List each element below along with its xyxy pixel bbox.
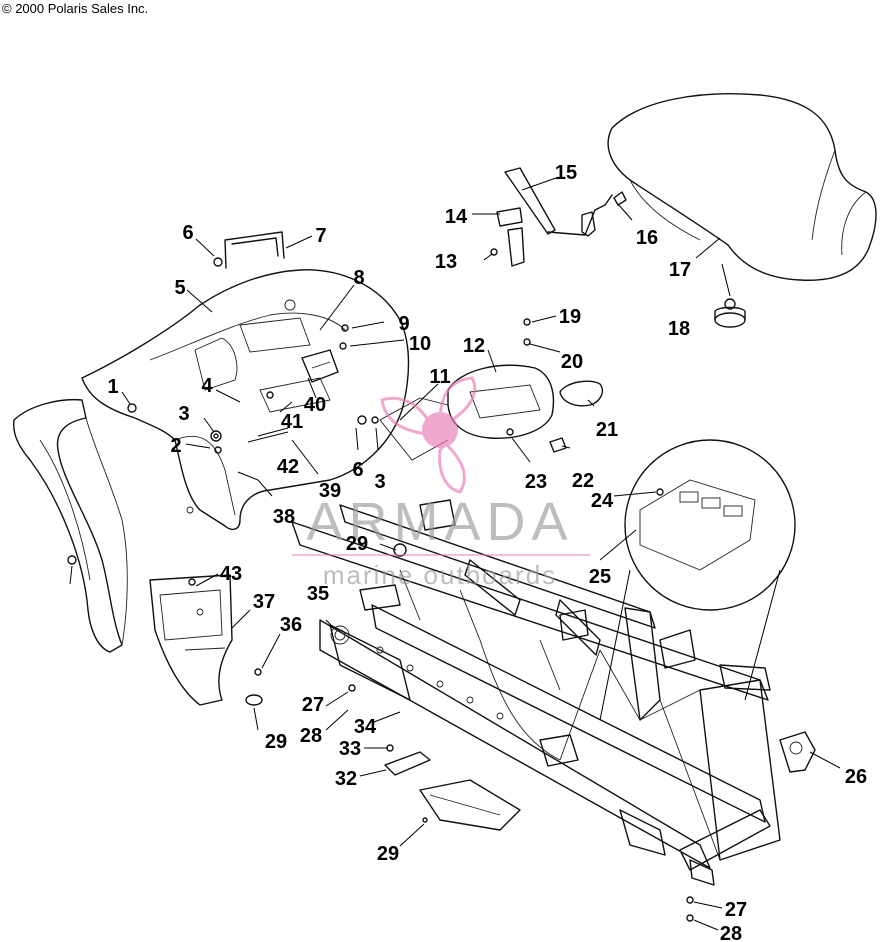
callout-34: 36 (280, 614, 302, 636)
callout-15: 15 (555, 162, 577, 184)
callout-29-bottom: 29 (377, 843, 399, 865)
callout-28-bottom: 28 (720, 923, 742, 942)
hitch-receiver-part (779, 731, 816, 773)
callout-11: 11 (429, 366, 450, 388)
callout-14: 14 (445, 206, 468, 228)
callout-36: 38 (273, 506, 295, 528)
callout-27-mid: 27 (302, 694, 324, 716)
callout-7: 7 (315, 225, 326, 247)
watermark-brand: ARMADA (306, 492, 573, 552)
callout-23: 23 (525, 471, 547, 493)
callout-24: 24 (591, 490, 614, 512)
callout-8: 8 (353, 267, 364, 289)
callout-2: 2 (170, 435, 181, 457)
callout-6: 6 (182, 222, 193, 244)
callout-17: 17 (669, 259, 691, 281)
callout-labels: 6 7 5 8 9 10 1 4 3 2 41 42 39 38 40 11 1… (107, 162, 867, 942)
callout-28-mid: 28 (300, 725, 322, 747)
callout-22: 22 (572, 470, 594, 492)
callout-38: 40 (304, 394, 326, 416)
callout-33: 35 (307, 583, 329, 605)
callout-19: 19 (559, 306, 581, 328)
rack-bracket-part (213, 231, 285, 269)
callout-35: 37 (253, 591, 275, 613)
callout-12: 12 (463, 335, 485, 357)
propeller-logo-icon (380, 376, 477, 494)
seat-latch-part (490, 167, 627, 267)
seat-bumper-part (714, 298, 746, 328)
mount-bracket-part (301, 349, 339, 383)
callout-1: 1 (107, 376, 118, 398)
callout-39: 41 (281, 411, 303, 433)
callout-37: 39 (319, 480, 341, 502)
brand-watermark: ARMADA marine outboards (292, 376, 590, 590)
callout-31: 33 (339, 738, 361, 760)
callout-41: 43 (220, 563, 242, 585)
main-frame-part (291, 499, 781, 886)
callout-13: 13 (435, 251, 457, 273)
callout-5: 5 (174, 277, 185, 299)
watermark-tagline: marine outboards (323, 560, 557, 590)
callout-29-top: 29 (346, 533, 368, 555)
storage-box-part (379, 364, 604, 461)
rear-cab-part (81, 269, 410, 531)
callout-10: 10 (409, 333, 431, 355)
seat-part (607, 93, 877, 281)
callout-6-lower: 6 (352, 459, 363, 481)
callout-9: 9 (398, 313, 409, 335)
detail-inset-part (599, 439, 796, 721)
callout-29-left: 29 (265, 731, 287, 753)
leader-lines (69, 177, 841, 931)
callout-3: 3 (178, 403, 189, 425)
copyright-notice: © 2000 Polaris Sales Inc. (2, 1, 149, 16)
callout-25: 25 (589, 566, 611, 588)
callout-16: 16 (636, 227, 658, 249)
fender-flap-part (13, 398, 128, 653)
callout-27-bottom: 27 (725, 899, 747, 921)
side-panel-part (149, 574, 233, 706)
callout-30: 32 (335, 768, 357, 790)
callout-26: 26 (845, 766, 867, 788)
callout-40: 42 (277, 456, 299, 478)
callout-4: 4 (201, 375, 213, 397)
callout-3-lower: 3 (374, 471, 385, 493)
hardware-fasteners (67, 318, 694, 922)
callout-21: 21 (596, 419, 618, 441)
callout-32: 34 (354, 716, 377, 738)
callout-18: 18 (668, 318, 690, 340)
callout-20: 20 (561, 351, 583, 373)
